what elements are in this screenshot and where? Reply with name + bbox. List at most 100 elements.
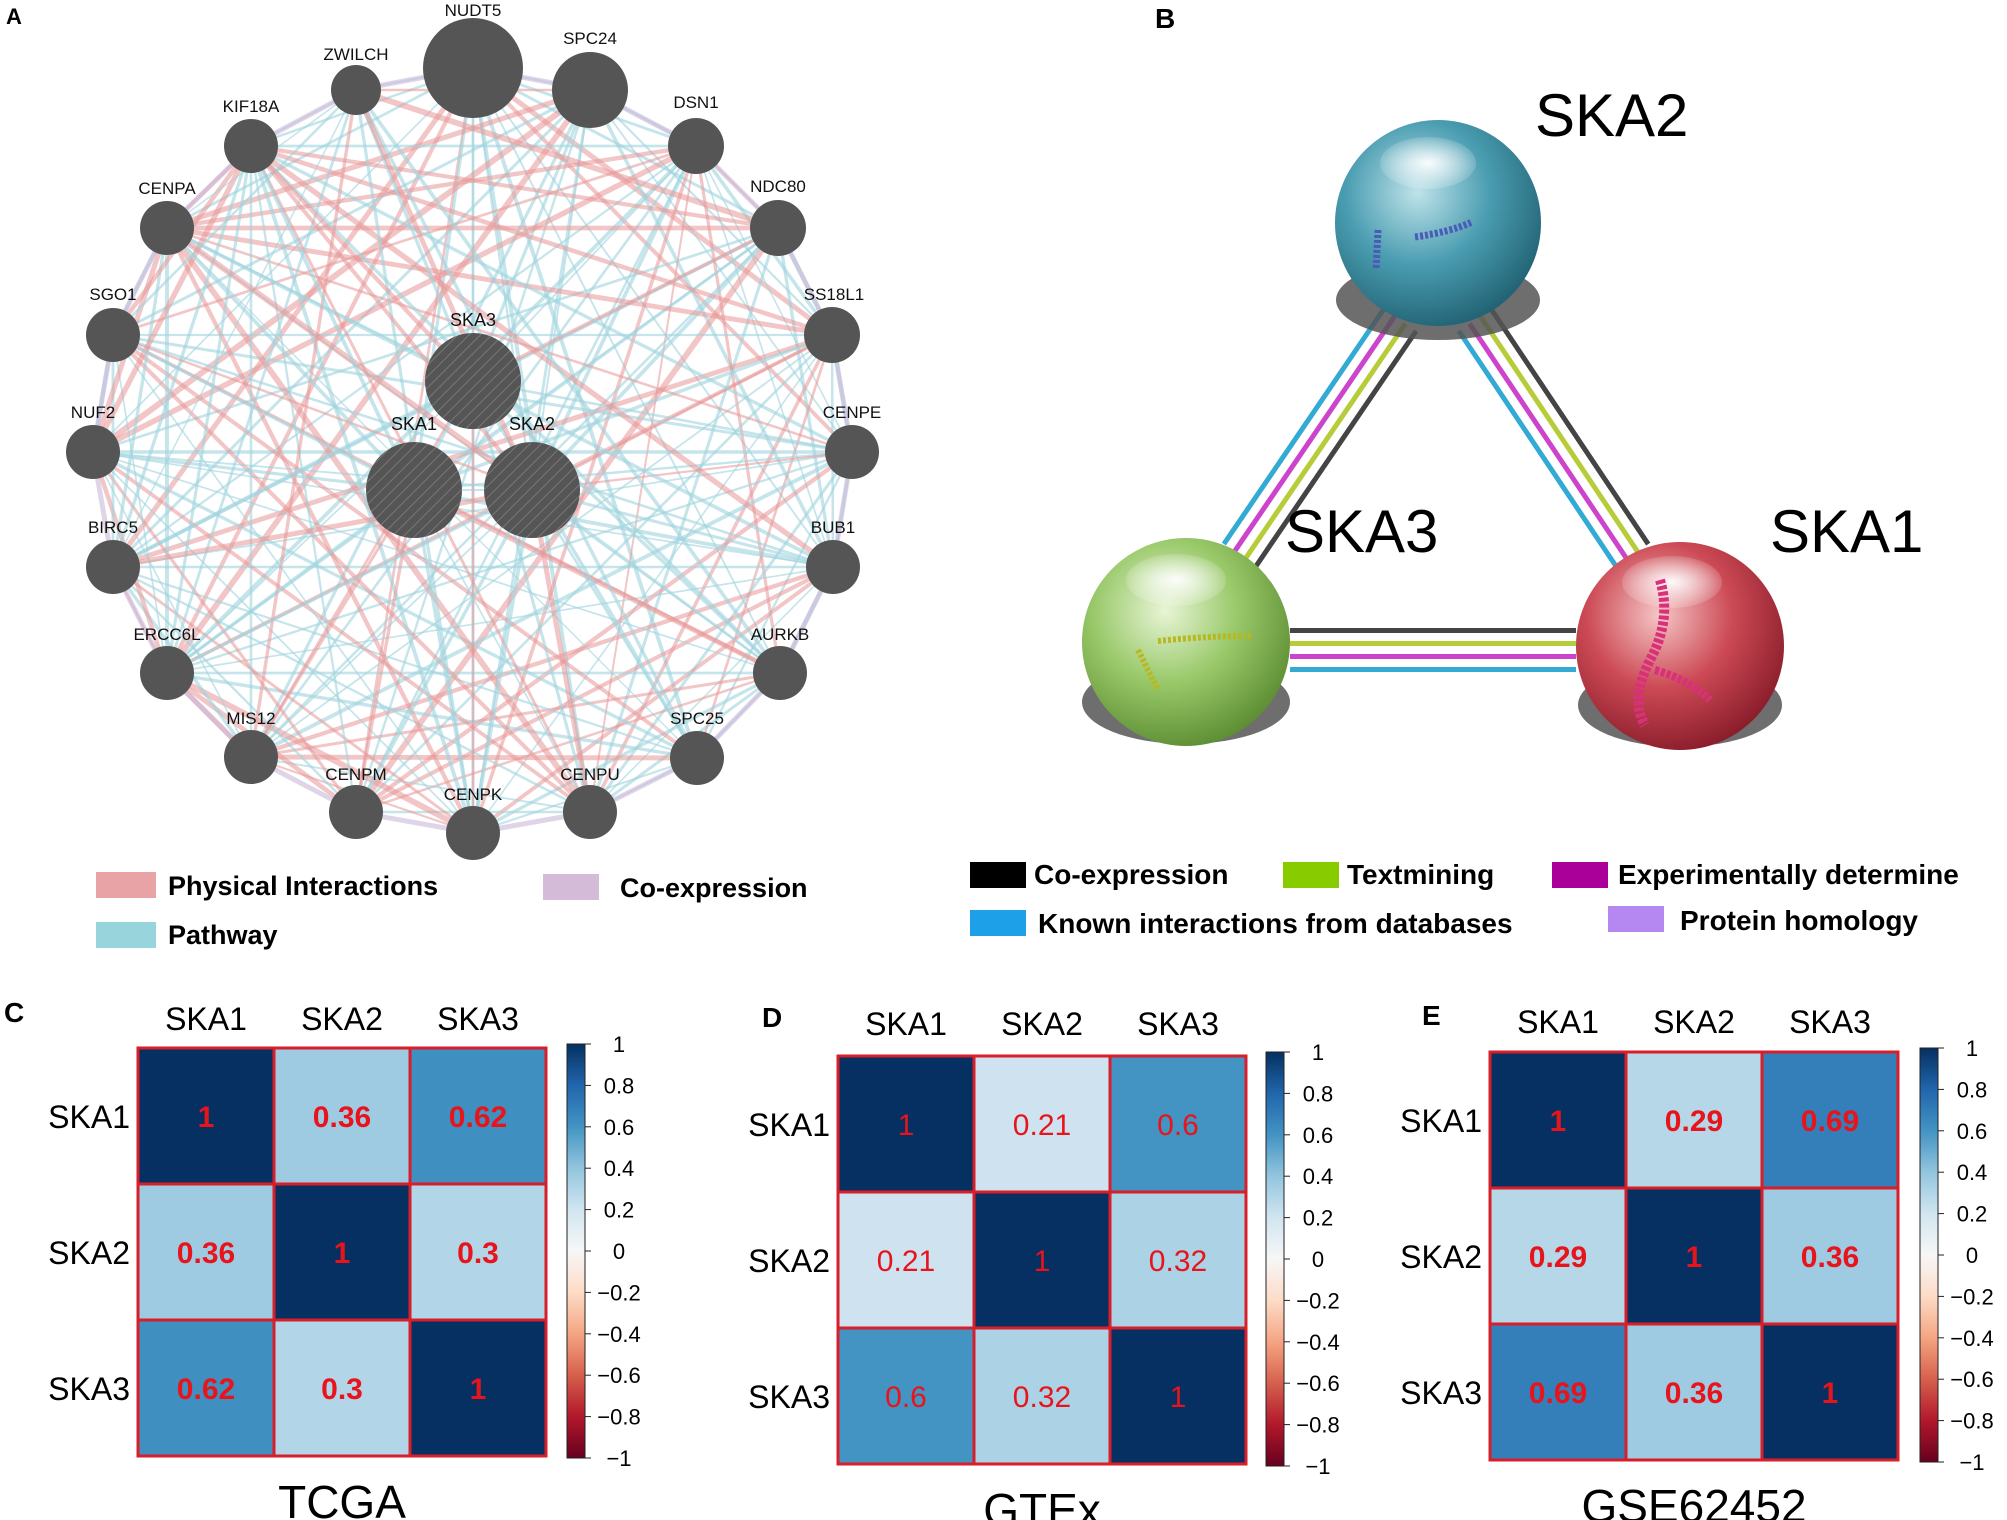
pathway-edge xyxy=(92,451,834,568)
heatmap-cell-value: 1 xyxy=(898,1109,915,1142)
node-ska2-structure-2 xyxy=(1372,229,1382,271)
heatmap-row-label: SKA2 xyxy=(48,1235,130,1271)
panel-b-letter: B xyxy=(1155,3,1175,34)
physical-interaction-edge xyxy=(588,334,834,813)
physical-interaction-edge xyxy=(91,450,592,814)
physical-interaction-edge xyxy=(471,565,835,835)
gene-node-label: CENPU xyxy=(560,765,620,784)
gene-node xyxy=(750,200,806,256)
pathway-edge xyxy=(471,380,592,813)
node-ska1-highlight xyxy=(1622,556,1722,608)
physical-interaction-edge xyxy=(111,333,592,814)
legend-label-coexpression-b: Co-expression xyxy=(1034,859,1229,890)
gene-node xyxy=(86,540,140,594)
string-evidence-edge xyxy=(1221,307,1386,546)
physical-interaction-edge xyxy=(165,670,475,836)
heatmap-cell xyxy=(1624,1050,1764,1190)
gene-node-label: AURKB xyxy=(751,625,810,644)
pathway-edge xyxy=(165,145,253,674)
gene-node-label: NUDT5 xyxy=(445,1,502,20)
pathway-edge xyxy=(249,89,592,758)
pathway-edge xyxy=(472,67,781,674)
heatmap-cell xyxy=(272,1182,412,1322)
query-gene-node xyxy=(484,442,580,538)
colorbar-tick-label: 1 xyxy=(1312,1040,1324,1065)
query-gene-label: SKA3 xyxy=(450,310,496,330)
pathway-edge xyxy=(530,226,780,492)
gene-node-label: CENPK xyxy=(444,785,503,804)
node-label-ska1: SKA1 xyxy=(1770,498,1923,565)
legend-label-coexpression: Co-expression xyxy=(620,873,808,903)
physical-interaction-edge xyxy=(531,450,853,492)
heatmap-row-label: SKA3 xyxy=(748,1379,830,1415)
panel-a-letter: A xyxy=(6,4,22,29)
heatmap-cell xyxy=(272,1318,412,1458)
physical-interaction-edge xyxy=(250,564,834,760)
node-ska1 xyxy=(1576,542,1784,750)
gene-node-label: DSN1 xyxy=(673,93,718,112)
pathway-edge xyxy=(472,145,697,382)
query-gene-label: SKA1 xyxy=(391,414,437,434)
string-evidence-edge xyxy=(1456,329,1618,568)
panel-a-network: A NUDT5SPC24DSN1NDC80SS18L1CENPEBUB1AURK… xyxy=(6,1,881,950)
physical-interaction-edge xyxy=(529,489,593,813)
legend-swatch-physical xyxy=(96,872,156,898)
physical-interaction-edge xyxy=(166,143,697,231)
colorbar-tick-label: −1 xyxy=(606,1446,631,1471)
pathway-edge xyxy=(112,566,357,813)
heatmap-cell xyxy=(408,1182,548,1322)
colorbar-tick-label: 0.8 xyxy=(604,1073,635,1098)
gene-node-label: ZWILCH xyxy=(323,45,388,64)
physical-interaction-edge xyxy=(695,334,834,759)
panel-a-edges xyxy=(90,65,855,836)
heatmap-cell-value: 0.3 xyxy=(321,1373,363,1406)
heatmap-cell-value: 0.69 xyxy=(1529,1377,1587,1410)
pathway-edge xyxy=(776,227,835,568)
colorbar-tick-label: −0.4 xyxy=(597,1322,640,1347)
physical-interaction-edge xyxy=(91,87,592,455)
gene-node-label: NDC80 xyxy=(750,177,806,196)
physical-interaction-edge xyxy=(166,225,833,338)
panel-b-string-network: B SKA2 SKA3 SKA1 Co-express xyxy=(970,3,1959,939)
pathway-edge xyxy=(249,145,475,834)
heatmap-cell-value: 0.32 xyxy=(1149,1245,1207,1278)
legend-swatch-experimental xyxy=(1552,862,1608,888)
heatmap-column-label: SKA2 xyxy=(1001,1006,1083,1042)
string-evidence-edge xyxy=(1232,314,1397,553)
gene-node-label: CENPA xyxy=(138,179,196,198)
gene-node-label: SGO1 xyxy=(89,285,136,304)
colorbar-tick-label: −0.6 xyxy=(1950,1367,1993,1392)
physical-interaction-edge xyxy=(166,226,853,454)
physical-interaction-edge xyxy=(249,144,475,383)
colorbar-tick-label: 0.2 xyxy=(1957,1202,1988,1227)
heatmap-cell xyxy=(1624,1186,1764,1326)
heatmap-column-label: SKA2 xyxy=(301,1001,383,1037)
node-ska2-highlight xyxy=(1380,137,1476,189)
pathway-edge xyxy=(695,451,854,759)
pathway-edge xyxy=(166,566,834,674)
heatmap-cell-value: 0.29 xyxy=(1529,1241,1587,1274)
pathway-edge xyxy=(250,144,853,454)
query-gene-label: SKA2 xyxy=(509,414,555,434)
heatmap-cell-value: 1 xyxy=(1170,1381,1187,1414)
physical-interaction-edge xyxy=(112,487,533,570)
pathway-edge xyxy=(111,227,169,568)
gene-node-label: ERCC6L xyxy=(133,625,200,644)
node-ska1-structure xyxy=(1633,578,1670,728)
colorbar-tick-label: −0.8 xyxy=(1296,1413,1339,1438)
heatmap-cell xyxy=(836,1190,976,1330)
colorbar xyxy=(566,1043,586,1459)
physical-interaction-edge xyxy=(353,89,535,491)
gene-node xyxy=(329,785,383,839)
gene-node-label: MIS12 xyxy=(226,709,275,728)
heatmap-column-label: SKA3 xyxy=(1137,1006,1219,1042)
pathway-edge xyxy=(112,565,591,814)
gene-node-label: KIF18A xyxy=(223,97,280,116)
gene-node xyxy=(668,118,724,174)
colorbar-tick-label: −0.4 xyxy=(1950,1326,1993,1351)
node-ska2-structure xyxy=(1414,218,1474,241)
gene-node xyxy=(563,785,617,839)
heatmap-cell-value: 1 xyxy=(1034,1245,1051,1278)
gene-node xyxy=(804,307,860,363)
